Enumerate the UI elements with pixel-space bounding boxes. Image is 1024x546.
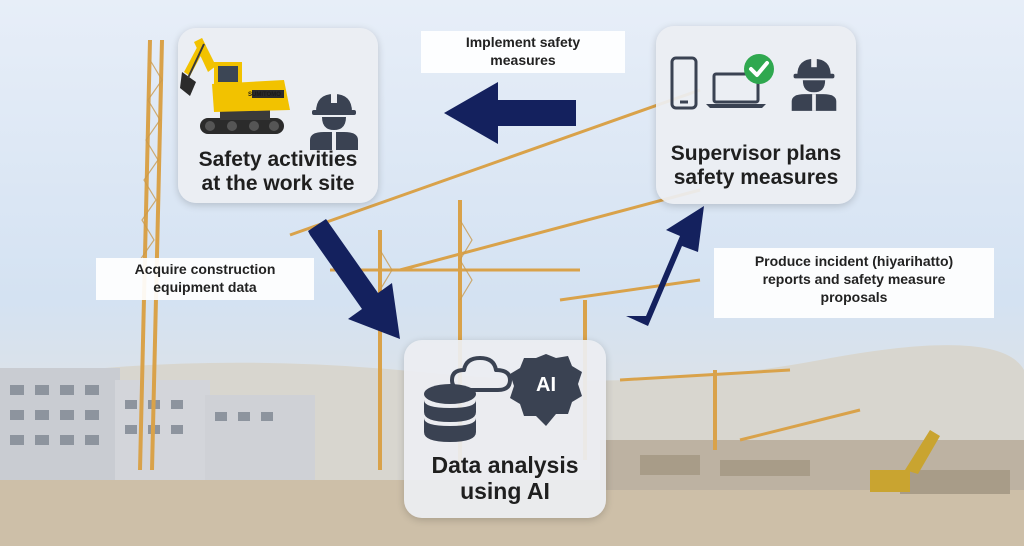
site-activities-card: SUMITOMO Safety activities at the work s…	[178, 28, 378, 203]
cloud-icon	[450, 356, 512, 392]
supervisor-title-line2: safety measures	[673, 166, 839, 190]
ai-brain-icon	[510, 354, 582, 426]
analysis-title-line2: using AI	[460, 478, 550, 505]
excavator-icon	[180, 38, 290, 134]
worker-helmet-icon	[310, 93, 358, 150]
database-icon	[424, 384, 476, 442]
acquire-data-label: Acquire construction equipment data	[96, 258, 314, 300]
arrow-analysis-to-supervisor	[626, 206, 704, 326]
implement-safety-label: Implement safety measures	[421, 31, 625, 73]
arrow-supervisor-to-site	[444, 82, 576, 144]
laptop-icon	[706, 72, 766, 108]
supervisor-title-line1: Supervisor plans	[670, 142, 842, 165]
arrow-site-to-analysis	[308, 219, 400, 339]
site-title-line1: Safety activities	[198, 148, 358, 171]
produce-line1: Produce incident (hiyarihatto)	[754, 253, 954, 269]
analysis-title-line1: Data analysis	[431, 452, 579, 478]
implement-line2: measures	[490, 52, 556, 69]
smartphone-icon	[670, 56, 698, 110]
ai-badge-text: AI	[536, 374, 556, 396]
acquire-line2: equipment data	[153, 279, 257, 296]
produce-line2: reports and safety measure	[762, 271, 946, 288]
data-analysis-card: AI Data analysis using AI	[404, 340, 606, 518]
implement-line1: Implement safety	[465, 34, 581, 50]
supervisor-title: Supervisor plans safety measures	[656, 142, 856, 190]
site-title-line2: at the work site	[201, 172, 355, 196]
data-analysis-title: Data analysis using AI	[404, 452, 606, 505]
site-activities-title: Safety activities at the work site	[178, 148, 378, 196]
excavator-brand-text: SUMITOMO	[248, 92, 281, 98]
produce-reports-label: Produce incident (hiyarihatto) reports a…	[714, 248, 994, 318]
worker-helmet-icon	[791, 57, 837, 111]
produce-line3: proposals	[820, 289, 888, 306]
check-badge-icon	[744, 54, 774, 84]
acquire-line1: Acquire construction	[134, 261, 276, 277]
supervisor-card: Supervisor plans safety measures	[656, 26, 856, 204]
